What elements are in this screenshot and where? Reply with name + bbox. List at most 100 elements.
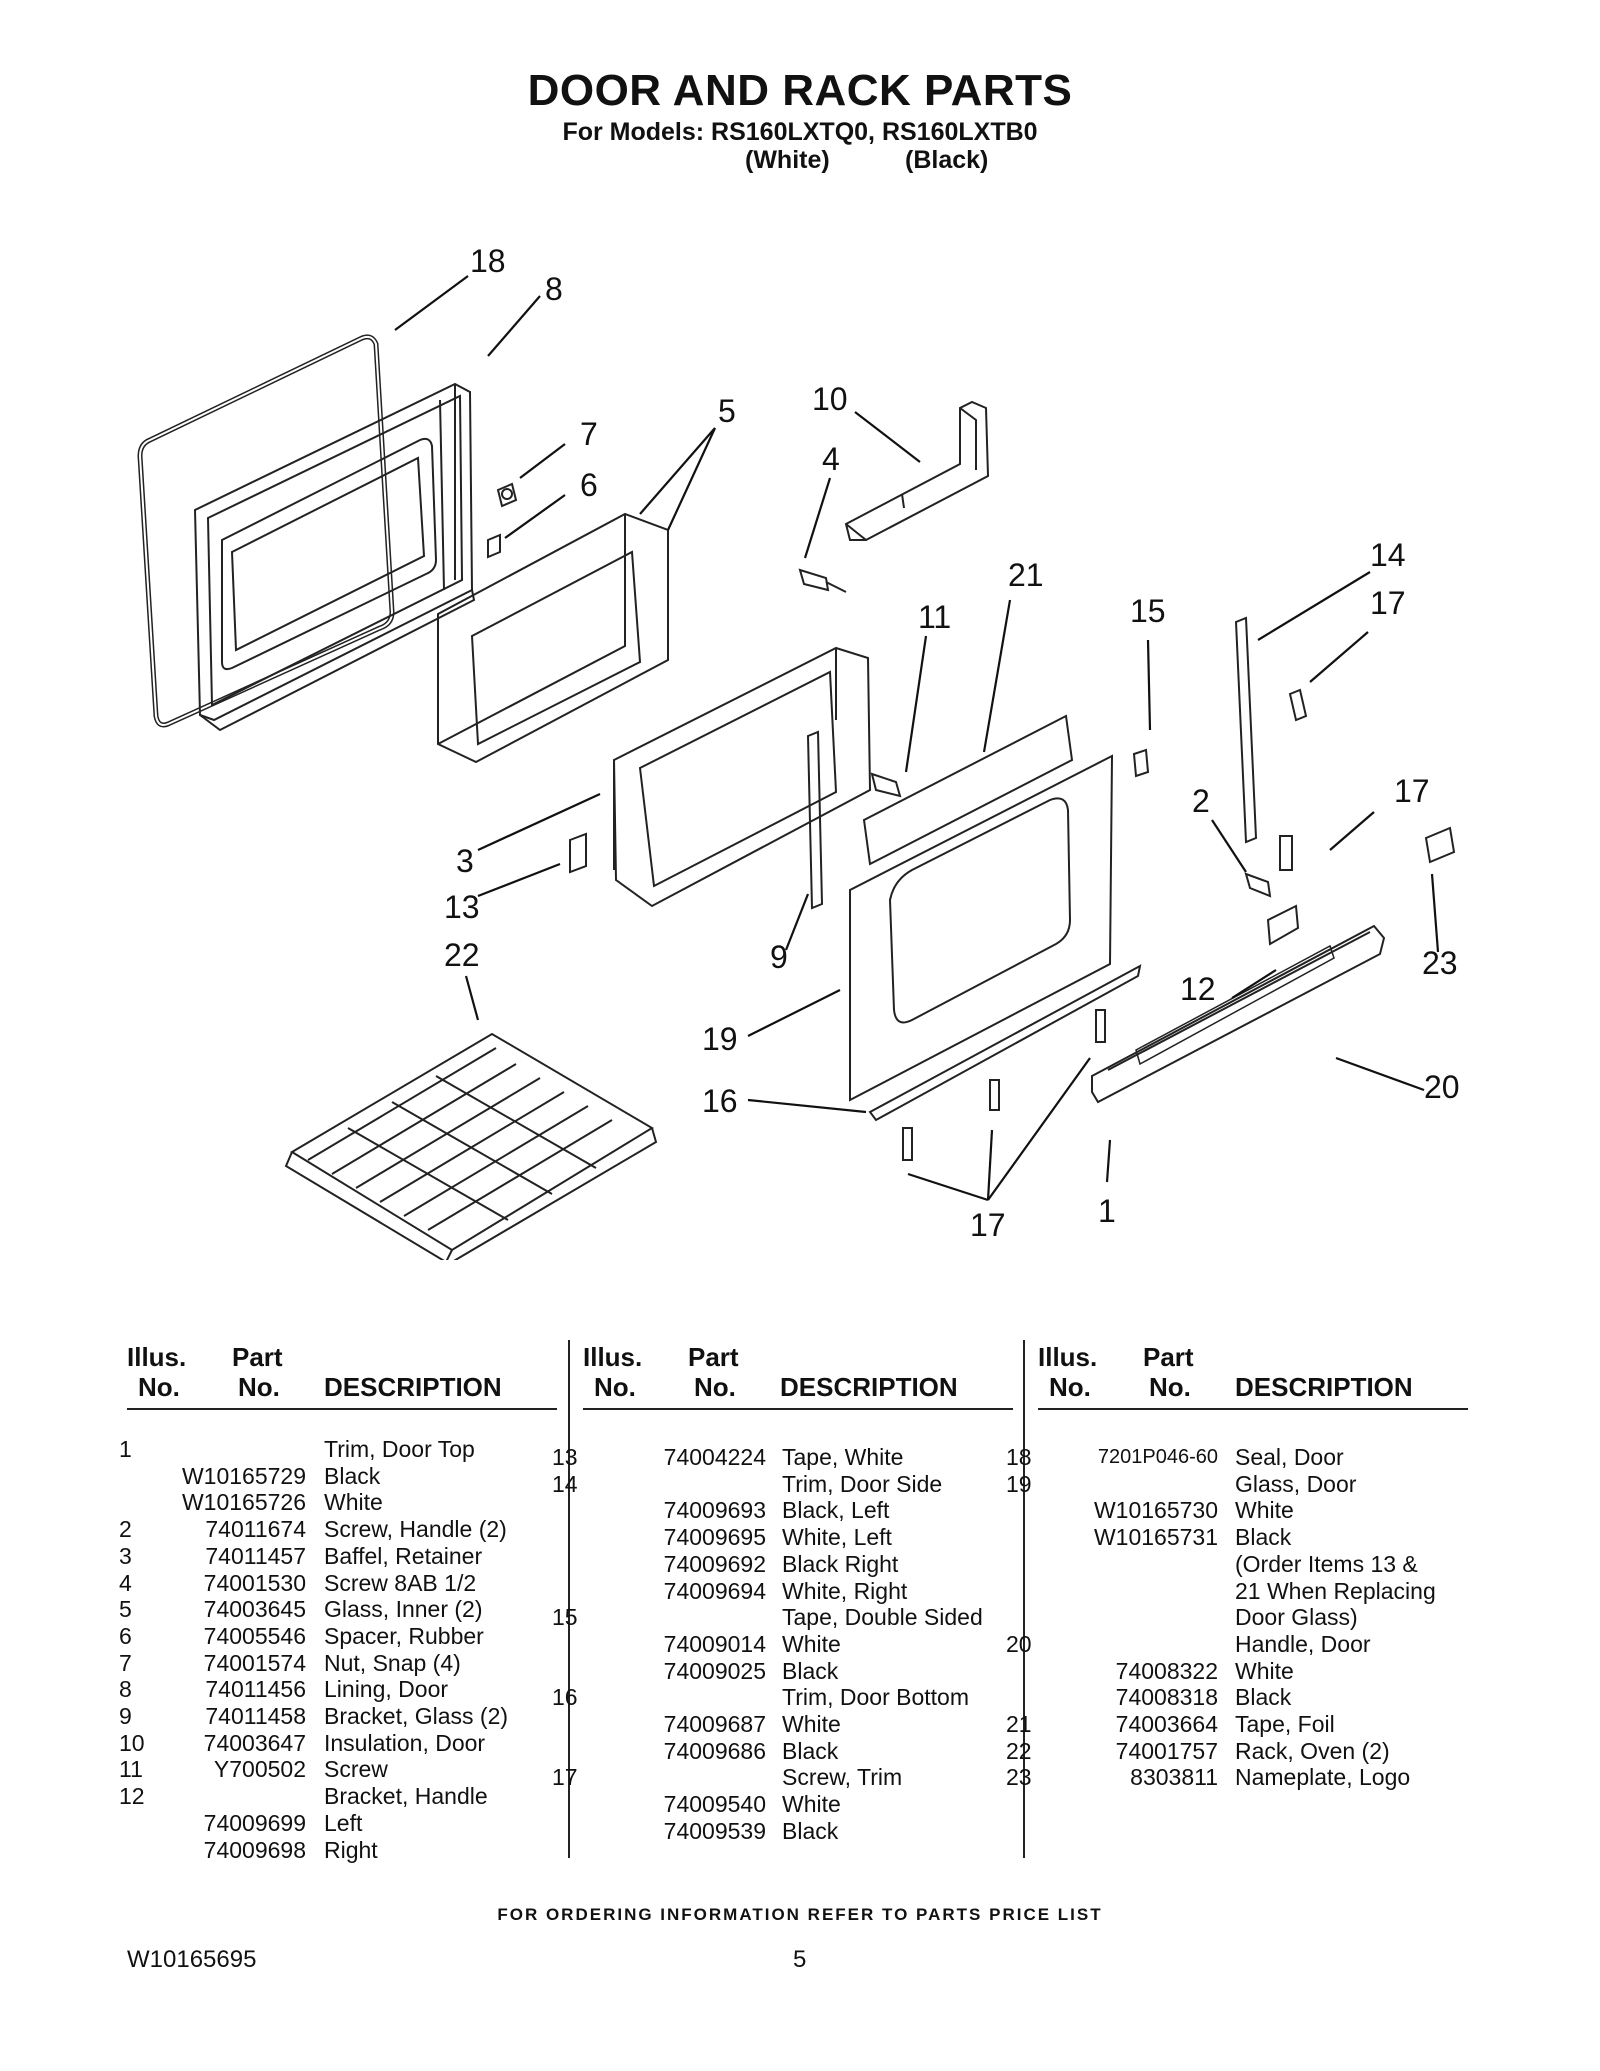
callout-21: 21	[1008, 557, 1044, 593]
part-door-lining	[193, 382, 476, 732]
description: Black, Left	[782, 1497, 890, 1524]
description: White, Left	[782, 1524, 892, 1551]
part-no: 74008322	[1115, 1657, 1218, 1684]
callout-3: 3	[456, 843, 474, 879]
part-door-bottom-trim	[868, 964, 1142, 1122]
part-no: 74009695	[663, 1524, 766, 1551]
illus-no: 18	[1006, 1444, 1032, 1470]
description: Nut, Snap (4)	[324, 1649, 461, 1676]
header-rule-3	[1038, 1408, 1468, 1410]
part-no: 74008318	[1115, 1684, 1218, 1711]
illus-no: 6	[119, 1622, 132, 1649]
part-baffle-retainer	[612, 646, 872, 908]
part-no: 74005546	[203, 1622, 306, 1649]
part-no: 74009686	[663, 1737, 766, 1764]
part-no: 74001530	[203, 1569, 306, 1596]
description: Bracket, Glass (2)	[324, 1703, 509, 1729]
callout-1: 1	[1098, 1193, 1116, 1229]
part-no: 74011456	[205, 1676, 306, 1703]
illus-no: 5	[119, 1596, 132, 1623]
callout-20: 20	[1424, 1069, 1460, 1105]
part-snap-nut	[496, 482, 518, 508]
description: Rack, Oven (2)	[1235, 1737, 1390, 1764]
description: White	[782, 1711, 841, 1737]
illus-no: 21	[1006, 1711, 1032, 1737]
description: Screw, Trim	[782, 1764, 903, 1791]
models-line: For Models: RS160LXTQ0, RS160LXTB0	[562, 118, 1038, 146]
part-no: W10165726	[181, 1489, 306, 1516]
description: Trim, Door Bottom	[782, 1684, 970, 1711]
illus-no: 19	[1006, 1470, 1032, 1497]
description: Door Glass)	[1235, 1604, 1358, 1631]
callout-23: 23	[1422, 945, 1458, 981]
hdr-part-no: No.	[1149, 1372, 1191, 1402]
callout-5: 5	[718, 393, 736, 429]
hdr-desc: DESCRIPTION	[780, 1372, 958, 1402]
callout-22: 22	[444, 937, 480, 973]
hdr-illus-no: No.	[138, 1372, 180, 1402]
description: Black Right	[782, 1550, 899, 1577]
callout-14: 14	[1370, 537, 1406, 573]
illus-no: 17	[552, 1764, 578, 1791]
description: Glass, Door	[1235, 1470, 1357, 1497]
hdr-illus: Illus.	[1038, 1342, 1098, 1372]
callout-8: 8	[545, 271, 563, 307]
callout-19: 19	[702, 1021, 738, 1057]
part-no: 74001574	[203, 1649, 306, 1676]
description: Handle, Door	[1235, 1630, 1371, 1657]
page-number: 5	[793, 1946, 807, 1973]
description: Black	[782, 1657, 839, 1684]
callout-11: 11	[918, 599, 951, 635]
part-no: 74009699	[203, 1809, 306, 1836]
illus-no: 12	[119, 1783, 145, 1810]
description: Insulation, Door	[324, 1729, 486, 1756]
illus-no: 23	[1006, 1764, 1032, 1791]
part-no: 74009692	[663, 1550, 766, 1577]
callout-15: 15	[1130, 593, 1166, 629]
part-no: W10165731	[1093, 1524, 1218, 1551]
part-no: 74003664	[1115, 1711, 1218, 1737]
part-no: 74011674	[205, 1516, 306, 1543]
description: Trim, Door Side	[782, 1470, 943, 1497]
callout-2: 2	[1192, 783, 1210, 819]
illus-no: 1	[119, 1436, 132, 1462]
callout-13: 13	[444, 889, 480, 925]
column-divider-1	[568, 1340, 570, 1858]
part-spacer	[487, 533, 501, 559]
hdr-desc: DESCRIPTION	[324, 1372, 502, 1402]
part-no: W10165730	[1093, 1497, 1218, 1524]
illus-no: 9	[119, 1703, 132, 1729]
illus-no: 15	[552, 1604, 578, 1631]
callout-4: 4	[822, 441, 840, 477]
header-rule-2	[583, 1408, 1013, 1410]
description: Glass, Inner (2)	[324, 1596, 483, 1623]
model-color-black: (Black)	[905, 146, 989, 174]
description: Tape, Foil	[1235, 1711, 1335, 1737]
exploded-parts-diagram: 18 8 7 6 5 10 4 21 11 15 14 17 17 2 3 13…	[137, 243, 1460, 1260]
part-door-handle	[1091, 924, 1386, 1104]
part-door-side-trim	[1234, 616, 1258, 844]
hdr-illus: Illus.	[127, 1342, 187, 1372]
description: Bracket, Handle	[324, 1783, 488, 1810]
part-white-tape	[569, 832, 587, 874]
hdr-illus-no: No.	[1049, 1372, 1091, 1402]
illus-no: 22	[1006, 1737, 1032, 1764]
illus-no: 14	[552, 1470, 578, 1497]
callout-9: 9	[770, 939, 788, 975]
part-door-seal	[137, 334, 395, 728]
callout-6: 6	[580, 467, 598, 503]
description: (Order Items 13 &	[1235, 1550, 1418, 1577]
description: Black	[1235, 1684, 1292, 1711]
description: Spacer, Rubber	[324, 1622, 484, 1649]
description: Black	[782, 1737, 839, 1764]
part-no: 74009693	[663, 1497, 766, 1524]
part-no: 74011458	[205, 1703, 306, 1729]
description: Right	[324, 1836, 378, 1863]
illus-no: 3	[119, 1542, 132, 1569]
description: Seal, Door	[1235, 1444, 1344, 1470]
part-no: 74009025	[663, 1657, 766, 1684]
description: Screw 8AB 1/2	[324, 1569, 477, 1596]
description: Baffel, Retainer	[324, 1542, 483, 1569]
description: Black	[782, 1817, 839, 1844]
callout-16: 16	[702, 1083, 738, 1119]
